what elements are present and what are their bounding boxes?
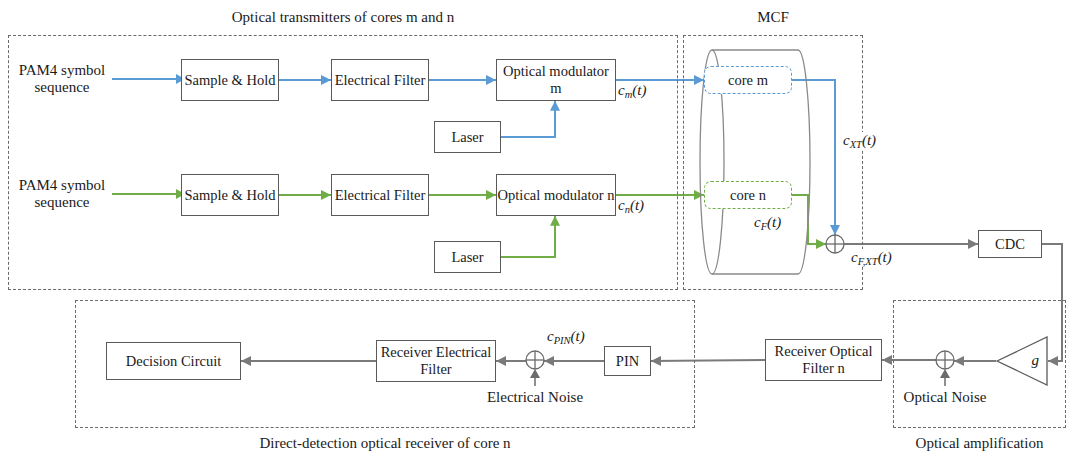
box-text: Electrical Filter bbox=[335, 187, 426, 204]
electrical-filter-box: Electrical Filter bbox=[331, 174, 429, 215]
connector-line bbox=[882, 359, 936, 361]
box-text: Electrical Filter bbox=[335, 72, 426, 89]
dispersion-compensator-box: CDC bbox=[978, 230, 1042, 258]
signal-connector bbox=[496, 361, 604, 362]
connector-line bbox=[279, 194, 331, 196]
fiber-group: MCFcore mcore n bbox=[683, 35, 863, 290]
signal-connector bbox=[279, 195, 331, 196]
connector-line bbox=[616, 194, 704, 196]
box-text: Laser bbox=[451, 249, 483, 266]
electrical-filter-box: Electrical Filter bbox=[331, 59, 429, 100]
box-text: Laser bbox=[451, 129, 483, 146]
connector-line bbox=[501, 216, 555, 257]
adder-symbol bbox=[936, 351, 954, 369]
group-title: Optical transmitters of cores m and n bbox=[0, 9, 717, 26]
signal-connector bbox=[616, 195, 704, 196]
signal-connector bbox=[429, 80, 496, 81]
input-label: PAM4 symbol sequence bbox=[10, 177, 114, 212]
input-arrow bbox=[112, 189, 185, 199]
connector-line bbox=[241, 360, 376, 362]
modulator-box: Optical modulator m bbox=[496, 59, 616, 100]
signal-connector bbox=[616, 80, 704, 81]
modulator-box: Optical modulator n bbox=[496, 174, 616, 215]
box-text: Decision Circuit bbox=[126, 353, 221, 370]
decision-circuit-box: Decision Circuit bbox=[106, 342, 241, 380]
fiber-core: core m bbox=[704, 66, 792, 94]
sample-hold-box: Sample & Hold bbox=[181, 174, 279, 215]
amplifier-triangle: g bbox=[996, 336, 1048, 386]
connector-line bbox=[792, 80, 835, 235]
box-text: Receiver Electrical Filter bbox=[377, 344, 495, 377]
connector-line bbox=[279, 79, 331, 81]
amplification-group: Optical amplificationg bbox=[893, 300, 1066, 428]
fiber-cylinder bbox=[700, 50, 810, 274]
noise-label: Optical Noise bbox=[902, 389, 989, 406]
box-text: Optical modulator m bbox=[497, 63, 615, 96]
laser-box: Laser bbox=[434, 241, 501, 273]
electrical-filter-box: Receiver Electrical Filter bbox=[376, 340, 496, 381]
group-title: Optical amplification bbox=[854, 435, 1073, 452]
laser-box: Laser bbox=[434, 121, 501, 153]
signal-connector bbox=[792, 80, 978, 244]
box-text: CDC bbox=[995, 236, 1025, 253]
photodiode-box: PIN bbox=[604, 346, 651, 376]
box-text: g bbox=[1032, 352, 1040, 369]
transmitter-group: Optical transmitters of cores m and nSam… bbox=[8, 35, 678, 290]
connector-line bbox=[544, 360, 604, 362]
connector-line bbox=[651, 360, 765, 361]
input-label: PAM4 symbol sequence bbox=[10, 62, 114, 97]
signal-name: cXT(t) bbox=[841, 132, 878, 149]
input-arrow bbox=[112, 74, 185, 84]
noise-label: Electrical Noise bbox=[485, 389, 585, 406]
fiber-core: core n bbox=[704, 181, 792, 209]
signal-name: cn(t) bbox=[616, 197, 646, 214]
box-text: core m bbox=[728, 72, 768, 89]
signal-connector bbox=[501, 101, 555, 137]
optical-filter-box: Receiver Optical Filter n bbox=[765, 339, 882, 380]
box-text: PIN bbox=[616, 353, 639, 370]
signal-connector bbox=[241, 361, 376, 362]
adder-symbol bbox=[826, 235, 844, 253]
amplifier-shape bbox=[996, 336, 1048, 386]
signal-name: cm(t) bbox=[616, 82, 648, 99]
group-title: Direct-detection optical receiver of cor… bbox=[36, 435, 734, 452]
connector-line bbox=[954, 360, 996, 362]
connector-line bbox=[501, 101, 555, 137]
box-text: Optical modulator n bbox=[498, 187, 615, 204]
signal-name: cPIN(t) bbox=[545, 328, 587, 345]
signal-connector bbox=[651, 360, 765, 361]
signal-connector bbox=[429, 195, 496, 196]
connector-line bbox=[429, 79, 496, 81]
noise-arrow bbox=[530, 369, 540, 386]
signal-connector bbox=[279, 80, 331, 81]
box-text: Receiver Optical Filter n bbox=[766, 343, 881, 376]
connector-line bbox=[844, 243, 978, 245]
receiver-group: Direct-detection optical receiver of cor… bbox=[75, 300, 695, 428]
connector-line bbox=[429, 194, 496, 196]
box-text: Sample & Hold bbox=[184, 72, 275, 89]
noise-arrow bbox=[940, 369, 950, 386]
box-text: Sample & Hold bbox=[184, 187, 275, 204]
connector-line bbox=[616, 79, 704, 81]
signal-name: cF(t) bbox=[752, 214, 783, 231]
signal-connector bbox=[501, 216, 555, 257]
adder-symbol bbox=[526, 351, 544, 369]
box-text: core n bbox=[730, 187, 766, 204]
signal-name: cF,XT(t) bbox=[849, 249, 894, 266]
group-title: MCF bbox=[644, 9, 902, 26]
connector-line bbox=[496, 360, 526, 362]
sample-hold-box: Sample & Hold bbox=[181, 59, 279, 100]
